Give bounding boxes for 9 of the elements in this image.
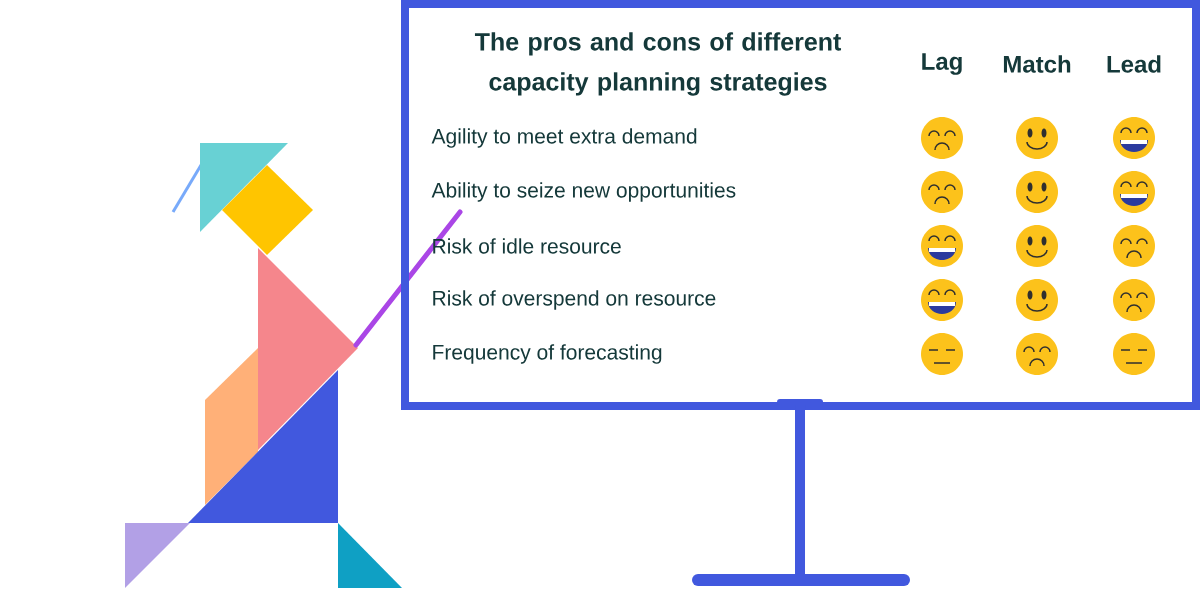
column-header: Match <box>1003 55 1071 73</box>
row-label: Risk of overspend on resource <box>433 290 716 310</box>
row-label: Risk of idle resource <box>433 238 621 254</box>
column-header: Lead <box>1107 55 1161 73</box>
column-header: Lag <box>922 53 962 75</box>
row-label: Ability to seize new opportunities <box>431 182 736 202</box>
row-label: Frequency of forecasting <box>433 344 662 364</box>
row-label: Agility to meet extra demand <box>431 128 697 148</box>
title: The pros and cons of different capacity planning strategies <box>474 32 842 96</box>
